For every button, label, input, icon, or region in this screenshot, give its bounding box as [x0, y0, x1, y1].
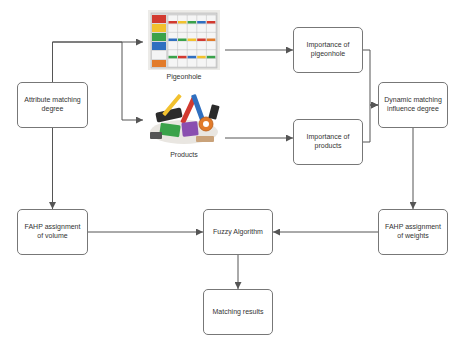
process-box: Fuzzy Algorithm — [203, 209, 273, 255]
tray — [152, 24, 166, 32]
tray — [152, 51, 166, 59]
slot-lip — [207, 56, 216, 59]
node-label: FAHP assignment of volume — [22, 223, 83, 241]
tape-core — [203, 121, 209, 127]
node-label: Dynamic matching influence degree — [383, 96, 443, 114]
process-box: Dynamic matching influence degree — [378, 82, 448, 128]
slot-lip — [169, 39, 178, 42]
products-picture — [150, 94, 220, 144]
connector-arrow — [52, 128, 53, 209]
process-box: FAHP assignment of volume — [17, 209, 88, 255]
connector-arrow — [413, 128, 414, 209]
node-label: FAHP assignment of weights — [383, 223, 443, 241]
slot-dividers — [168, 15, 216, 67]
tray — [152, 33, 166, 41]
slot-lip — [169, 21, 178, 24]
slot-lip — [197, 21, 206, 24]
process-box: Importance of pigeonhole — [293, 27, 363, 73]
pencil — [162, 94, 182, 116]
marker — [150, 132, 162, 139]
slot-lip — [188, 21, 197, 24]
connector-arrow — [53, 42, 144, 82]
process-box: FAHP assignment of weights — [378, 209, 448, 255]
slot-grid — [168, 15, 216, 67]
node-label: Products — [168, 151, 200, 160]
slot-lip — [169, 56, 178, 59]
connector-arrow — [238, 255, 239, 289]
slot-lip — [188, 39, 197, 42]
process-box: Matching results — [203, 289, 273, 335]
node-label: Fuzzy Algorithm — [213, 228, 263, 237]
picture-node: Products — [143, 84, 225, 160]
node-label: Matching results — [213, 308, 264, 317]
slot-lip — [197, 39, 206, 42]
pigeonhole-picture — [148, 10, 220, 70]
connector-arrow — [363, 50, 378, 105]
slot-lip — [197, 56, 206, 59]
clip — [208, 104, 219, 120]
notepad — [159, 123, 180, 138]
slot-lip — [207, 21, 216, 24]
node-label: Importance of products — [298, 133, 358, 151]
tray — [152, 15, 166, 23]
tray — [152, 42, 166, 50]
connector-arrow — [363, 105, 378, 142]
connector-arrow — [225, 50, 293, 51]
slot-lip — [178, 21, 187, 24]
ruler — [196, 136, 214, 142]
slot-lip — [207, 39, 216, 42]
connector-arrow — [273, 232, 378, 233]
tape-roll — [199, 117, 213, 131]
shelf-frame — [151, 13, 217, 68]
node-label: Importance of pigeonhole — [298, 41, 358, 59]
connector-arrow — [225, 138, 293, 139]
tray — [152, 60, 166, 67]
process-box: Importance of products — [293, 119, 363, 165]
picture-node: Pigeonhole — [143, 6, 225, 82]
node-label: Attribute matching degree — [22, 96, 83, 114]
slot-lip — [188, 56, 197, 59]
process-box: Attribute matching degree — [17, 82, 88, 128]
wall — [148, 10, 220, 70]
box — [181, 121, 198, 137]
node-label: Pigeonhole — [164, 73, 203, 82]
pile-shadow — [150, 120, 218, 144]
slot-lip — [178, 39, 187, 42]
slot-lip — [178, 56, 187, 59]
connector-arrow — [88, 232, 203, 233]
